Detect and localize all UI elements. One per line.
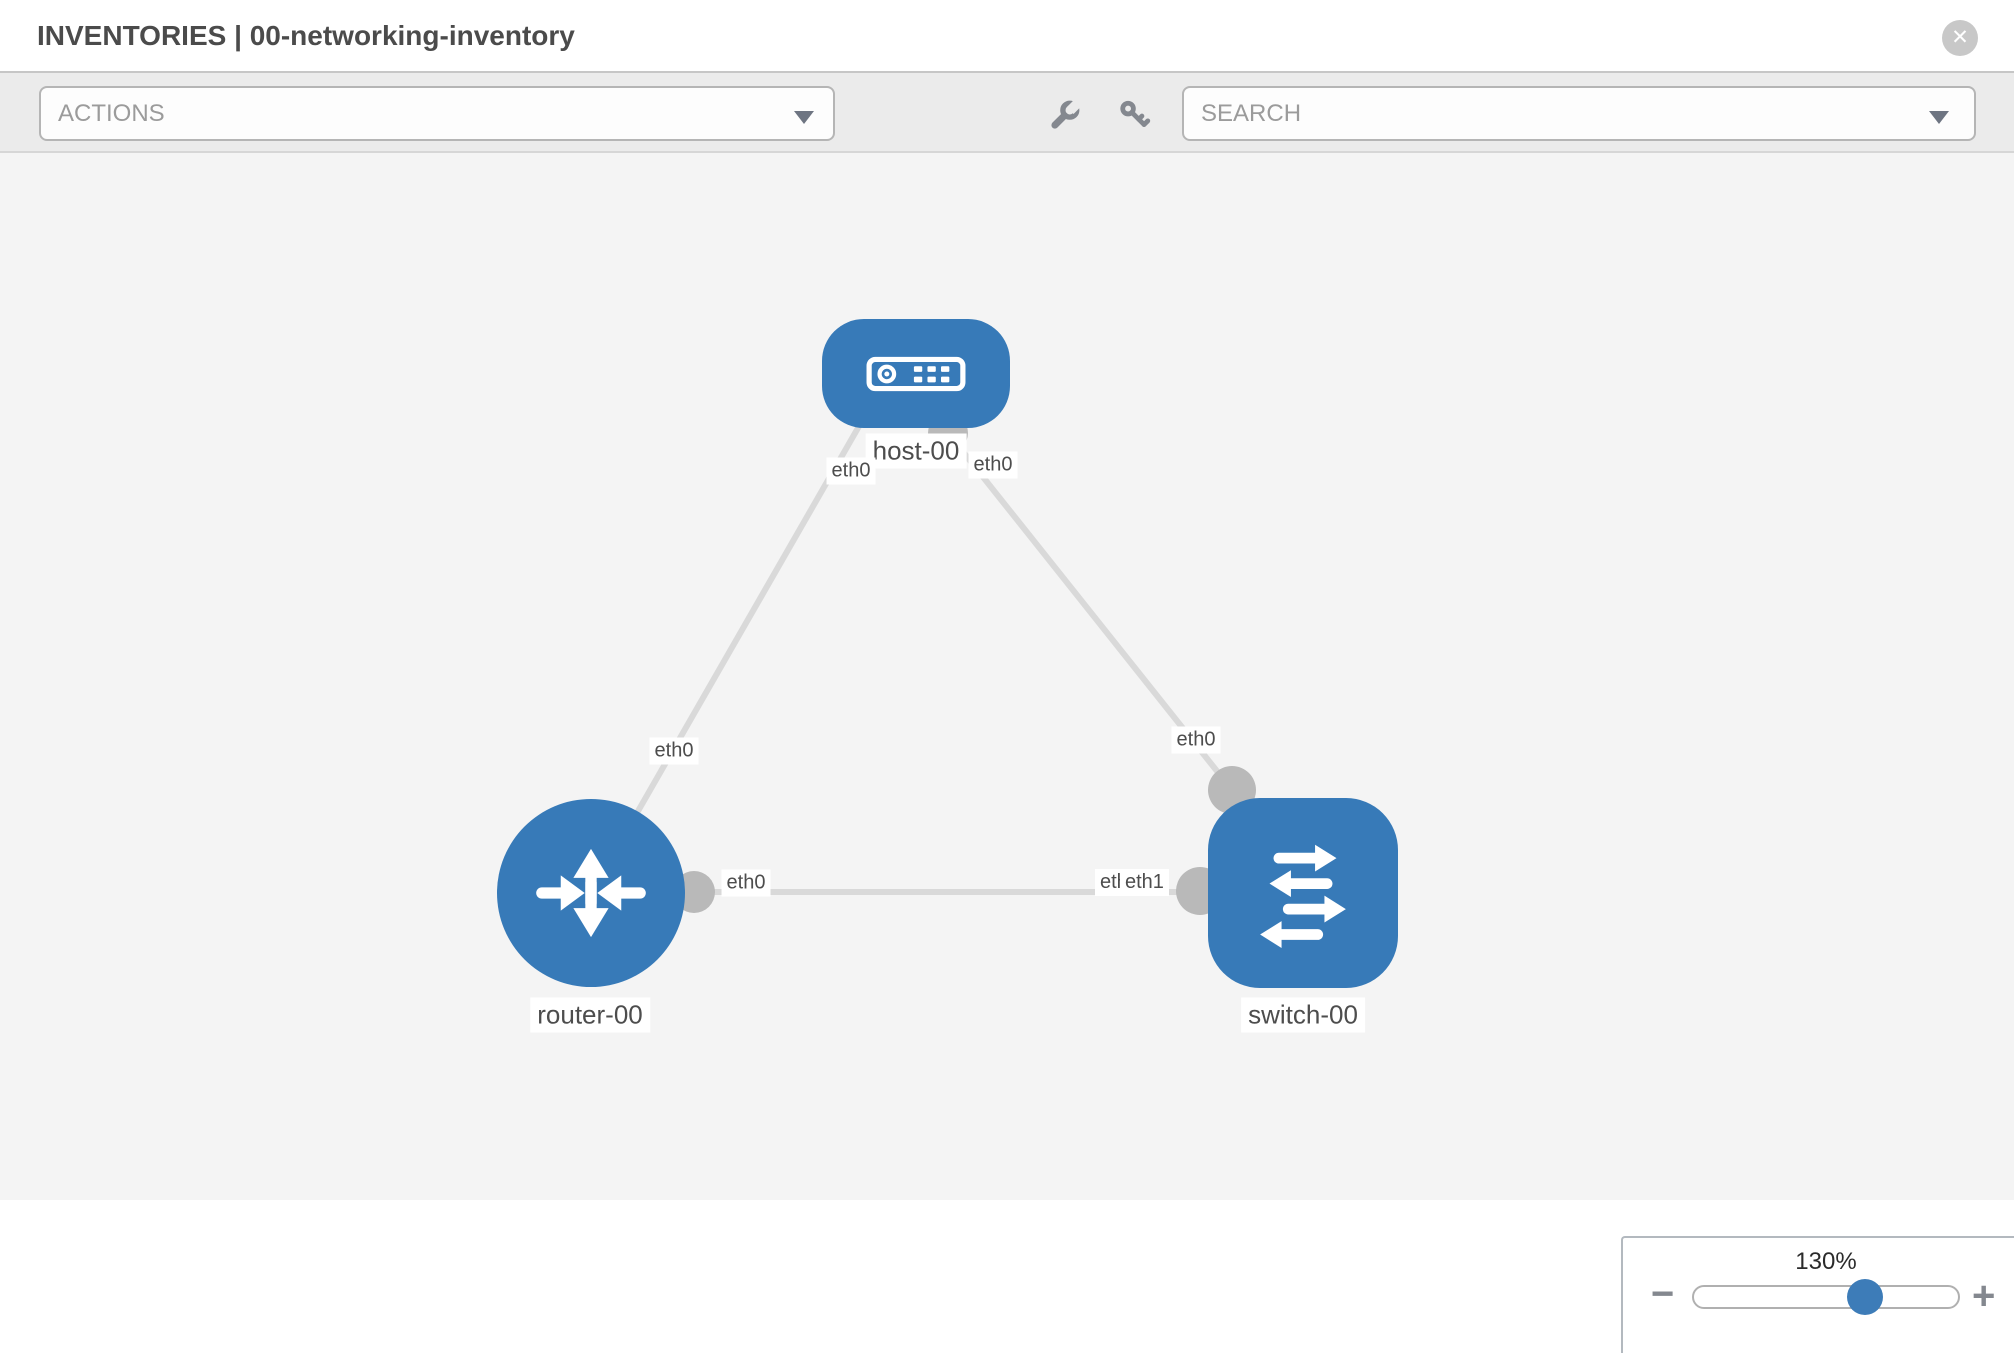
interface-label: eth0 [968,451,1018,479]
zoom-level-value: 130% [1795,1248,1857,1275]
node-label-switch: switch-00 [1241,997,1365,1033]
zoom-control-panel: 130% − + [1621,1236,2014,1353]
chevron-down-icon [1929,111,1949,124]
chevron-down-icon [794,111,814,124]
interface-label: eth1 [1120,869,1169,896]
zoom-out-button[interactable]: − [1651,1272,1675,1316]
actions-dropdown-value: ACTIONS [58,100,165,127]
interface-label: eth0 [1171,726,1221,754]
header: INVENTORIES | 00-networking-inventory ✕ [0,0,2014,71]
links-layer [588,413,1256,915]
page-title: INVENTORIES | 00-networking-inventory [37,20,575,51]
node-label-router: router-00 [530,997,650,1033]
zoom-slider-track[interactable] [1692,1285,1960,1309]
interface-label: eth0 [649,737,699,765]
zoom-in-button[interactable]: + [1972,1274,1996,1318]
switch-icon [1260,844,1346,948]
interface-label: eth0 [721,869,771,897]
node-switch-00[interactable] [1208,798,1398,988]
router-icon [536,848,646,938]
toolbar: ACTIONS SEARCH [0,71,2014,153]
node-router-00[interactable] [497,799,685,987]
wrench-icon[interactable] [1049,99,1081,131]
close-icon[interactable]: ✕ [1942,20,1978,56]
node-host-00[interactable] [822,319,1010,428]
search-dropdown-value: SEARCH [1201,100,1302,127]
topology-canvas[interactable]: host-00 router-00 switch-00 eth0 eth0 et… [0,153,2014,1353]
actions-dropdown[interactable]: ACTIONS [39,86,835,141]
host-icon [866,356,966,391]
key-icon[interactable] [1119,99,1151,131]
zoom-slider-thumb[interactable] [1847,1279,1883,1315]
node-label-host: host-00 [865,433,967,469]
search-dropdown[interactable]: SEARCH [1182,86,1976,141]
interface-label: eth0 [826,457,876,485]
